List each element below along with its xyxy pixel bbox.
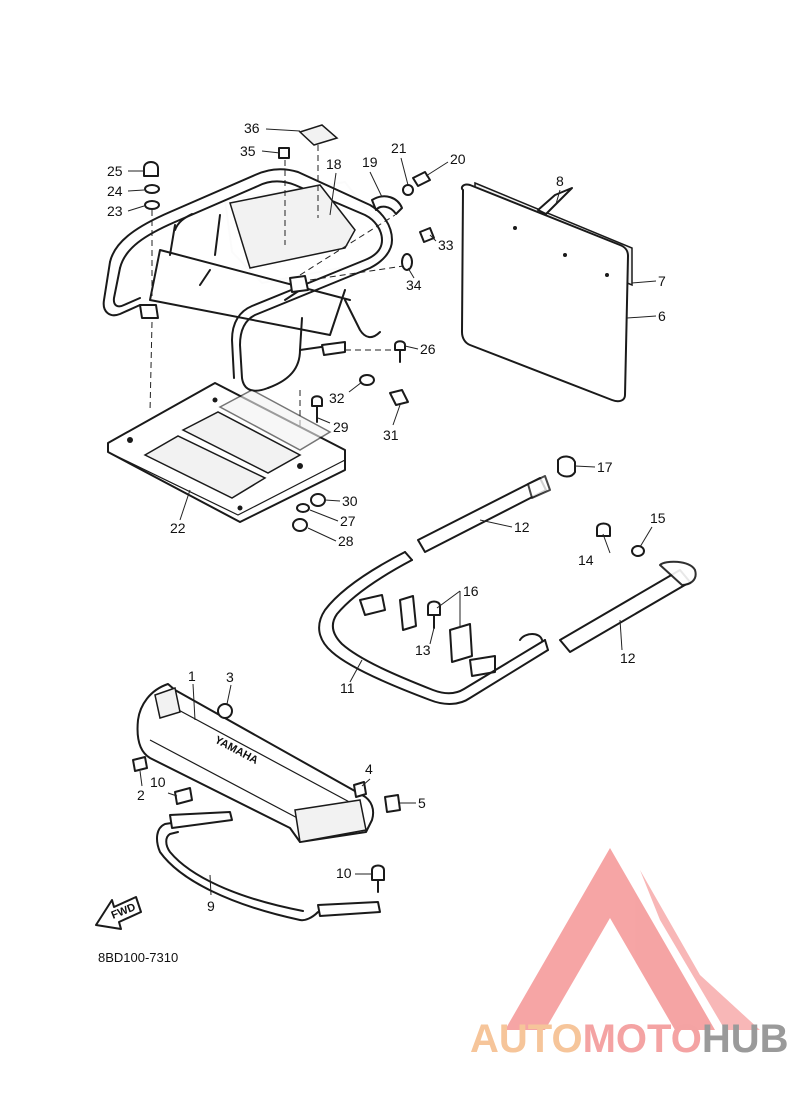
label-7: 7 xyxy=(658,273,666,289)
watermark-text-hub: HUB xyxy=(702,1017,789,1061)
board-6 xyxy=(460,183,629,403)
washer-23 xyxy=(144,200,160,210)
label-25: 25 xyxy=(107,163,123,179)
bolt-10b xyxy=(371,864,385,881)
label-24: 24 xyxy=(107,183,123,199)
leader-lines xyxy=(127,128,657,896)
label-20: 20 xyxy=(450,151,466,167)
washer-34 xyxy=(401,253,413,271)
bolt-33 xyxy=(419,227,435,243)
label-12a: 12 xyxy=(514,519,530,535)
watermark-text-auto: AUTO xyxy=(470,1017,583,1061)
label-31: 31 xyxy=(383,427,399,443)
cap-nut-25 xyxy=(143,161,159,177)
bolt-20 xyxy=(412,171,431,187)
label-17: 17 xyxy=(597,459,613,475)
watermark-text: AUTOMOTOHUB xyxy=(470,1017,789,1061)
label-9: 9 xyxy=(207,898,215,914)
bumper-1 xyxy=(136,683,375,843)
label-13: 13 xyxy=(415,642,431,658)
bolt-14 xyxy=(596,522,611,537)
screw-2 xyxy=(132,756,148,772)
label-10a: 10 xyxy=(150,774,166,790)
label-26: 26 xyxy=(420,341,436,357)
label-2: 2 xyxy=(137,787,145,803)
label-35: 35 xyxy=(240,143,256,159)
label-27: 27 xyxy=(340,513,356,529)
nut-30 xyxy=(310,493,326,507)
label-plate-36 xyxy=(298,124,339,146)
watermark-text-moto: MOTO xyxy=(583,1017,702,1061)
front-bumper: YAMAHA xyxy=(132,683,401,843)
clamp-19 xyxy=(371,195,403,215)
label-8: 8 xyxy=(556,173,564,189)
bolt-29 xyxy=(311,395,323,407)
nut-28 xyxy=(292,518,308,532)
lock-washer-24 xyxy=(144,184,160,194)
bolt-13 xyxy=(427,600,441,616)
bolt-31 xyxy=(389,389,409,406)
bumper-stay xyxy=(156,787,385,922)
plate-hardware xyxy=(292,493,326,532)
crossbar-12a xyxy=(417,477,547,553)
nut-5 xyxy=(384,794,401,813)
bolt-26 xyxy=(394,340,406,351)
watermark-triangle xyxy=(505,848,760,1030)
label-11: 11 xyxy=(340,680,355,696)
front-board xyxy=(460,181,633,403)
washer-27 xyxy=(296,503,310,513)
label-29: 29 xyxy=(333,419,349,435)
label-6: 6 xyxy=(658,308,666,324)
label-16: 16 xyxy=(463,583,479,599)
label-14: 14 xyxy=(578,552,594,568)
crossbar-12b xyxy=(559,569,691,653)
label-28: 28 xyxy=(338,533,354,549)
label-4: 4 xyxy=(365,761,373,777)
label-33: 33 xyxy=(438,237,454,253)
bolt-8 xyxy=(537,187,573,215)
label-22: 22 xyxy=(170,520,186,536)
label-34: 34 xyxy=(406,277,422,293)
label-10b: 10 xyxy=(336,865,352,881)
label-21: 21 xyxy=(391,140,407,156)
cap-17 xyxy=(557,455,576,478)
collar-21 xyxy=(402,184,414,196)
label-18: 18 xyxy=(326,156,342,172)
washer-15 xyxy=(631,545,645,557)
rear-rack xyxy=(102,145,411,470)
bracket-16b xyxy=(449,623,473,663)
rack-hardware xyxy=(143,124,435,423)
pin-35 xyxy=(278,147,290,159)
part-labels: 36 35 25 24 23 18 19 21 20 8 33 34 7 6 2… xyxy=(107,120,666,914)
label-5: 5 xyxy=(418,795,426,811)
label-30: 30 xyxy=(342,493,358,509)
grommet-3 xyxy=(217,703,233,719)
label-12b: 12 xyxy=(620,650,636,666)
label-19: 19 xyxy=(362,154,378,170)
label-3: 3 xyxy=(226,669,234,685)
label-23: 23 xyxy=(107,203,123,219)
label-1: 1 xyxy=(188,668,196,684)
diagram-code: 8BD100-7310 xyxy=(98,950,178,965)
label-15: 15 xyxy=(650,510,666,526)
fwd-arrow: FWD xyxy=(95,896,142,930)
watermark-logo: AUTOMOTOHUB xyxy=(470,848,789,1061)
label-36: 36 xyxy=(244,120,260,136)
washer-32 xyxy=(359,374,375,386)
bracket-16a xyxy=(399,595,417,631)
label-32: 32 xyxy=(329,390,345,406)
bolt-10a xyxy=(174,787,193,805)
bottom-plate xyxy=(107,382,346,523)
front-guard-frame xyxy=(318,455,697,705)
